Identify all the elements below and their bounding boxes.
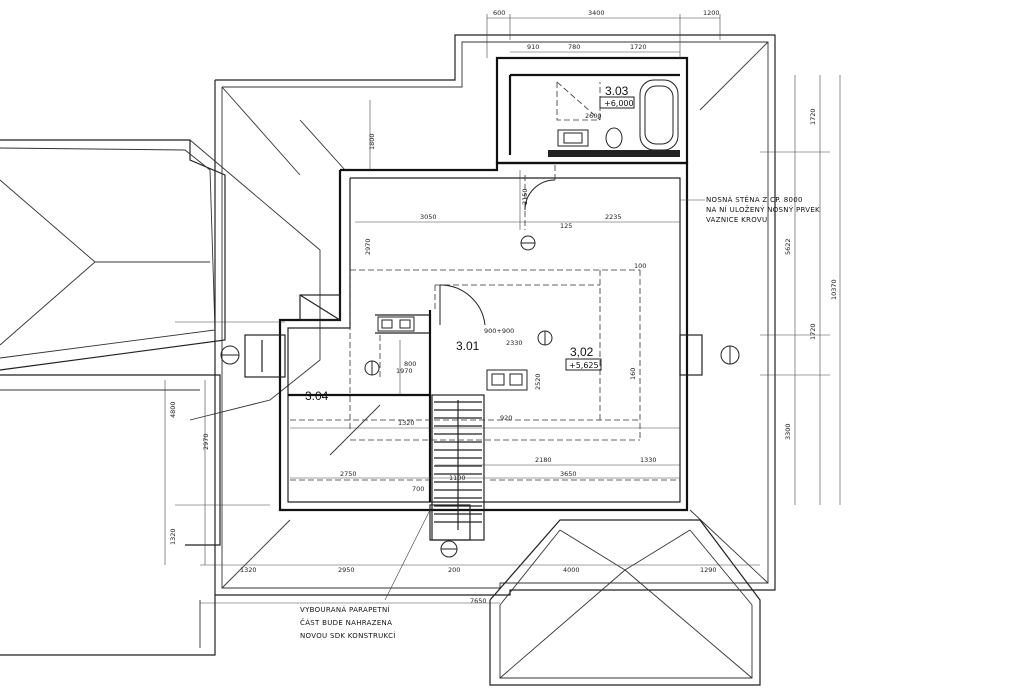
dim-right-5: 3300 — [784, 423, 792, 440]
dim-mid-1: 1320 — [398, 419, 415, 427]
parapet-note-line-1: VYBOURANÁ PARAPETNÍ — [300, 605, 390, 614]
roof-outline — [189, 34, 776, 596]
dim-left-1: 4800 — [169, 401, 177, 418]
dim-bottom-outer-2: 2950 — [338, 566, 355, 574]
dim-misc-160: 100 — [634, 262, 646, 270]
dim-top-2: 3400 — [588, 9, 605, 17]
dim-bottom-outer-1: 1320 — [240, 566, 257, 574]
dim-right-3: 10370 — [830, 279, 838, 300]
room-3-03-level: +6,000 — [604, 99, 634, 108]
wall-note-line-2: NA NÍ ULOŽENÝ NOSNÝ PRVEK — [706, 205, 820, 214]
dim-stair: 1100 — [449, 474, 466, 482]
interior-walls — [244, 56, 703, 512]
roof-overhang-left — [0, 595, 216, 656]
room-3-02: 3,02 +5,625 — [565, 345, 602, 371]
dim-left-2: 2970 — [202, 433, 210, 450]
dim-bottom-outer-3: 200 — [448, 566, 460, 574]
dim-mid-2: 920 — [500, 414, 512, 422]
room-3-04-id: 3.04 — [305, 389, 329, 403]
dim-misc-1800: 1800 — [368, 133, 376, 150]
dim-mid-3: 2180 — [535, 456, 552, 464]
dim-misc-2520: 2520 — [534, 373, 542, 390]
dormer-roof-bottom — [489, 519, 761, 686]
dim-top-3: 1200 — [703, 9, 720, 17]
dim-bottom-outer-5: 1290 — [700, 566, 717, 574]
room-3-01: 3.01 — [456, 339, 480, 353]
room-3-02-level: +5,625 — [569, 361, 599, 370]
dim-misc-125: 125 — [560, 222, 572, 230]
dim-right-2: 5622 — [784, 238, 792, 255]
dim-bath-width: 2600 — [585, 112, 602, 120]
room-3-03: 3.03 +6,000 — [599, 84, 635, 109]
dim-misc-700: 2150 — [521, 188, 529, 205]
parapet-note-leader — [384, 509, 431, 601]
ceiling-lines — [290, 165, 680, 481]
dim-top-inner-3: 1720 — [630, 43, 647, 51]
dim-window: 900+900 — [484, 327, 514, 335]
dimension-lines — [164, 14, 841, 604]
dim-total-bottom: 7650 — [470, 597, 487, 605]
parapet-note: VYBOURANÁ PARAPETNÍ ČÁST BUDE NAHRAZENA … — [300, 605, 396, 640]
staircase[interactable] — [429, 394, 485, 541]
wall-note-line-1: NOSNÁ STĚNA Z CP. 8000 — [706, 195, 803, 204]
dim-bottom-inner-2: 3650 — [560, 470, 577, 478]
parapet-note-line-3: NOVOU SDK KONSTRUKCÍ — [300, 631, 396, 640]
dim-hall-2: 2235 — [605, 213, 622, 221]
dim-misc-2970: 2970 — [364, 238, 372, 255]
dim-hall-1: 3050 — [420, 213, 437, 221]
wall-note-line-3: VAZNICE KROVU — [706, 216, 767, 224]
dim-misc-100: 700 — [412, 485, 424, 493]
dim-left-3: 1320 — [169, 528, 177, 545]
room-3-04: 3.04 — [305, 389, 329, 403]
dimension-texts: 600 3400 1200 910 780 1720 2600 3050 223… — [169, 9, 838, 605]
door-swings — [439, 179, 556, 326]
section-marks — [220, 235, 740, 558]
room-3-02-id: 3,02 — [570, 345, 594, 359]
room-3-03-id: 3.03 — [605, 84, 629, 98]
dim-right-4: 1720 — [809, 323, 817, 340]
dim-bottom-inner-1: 2750 — [340, 470, 357, 478]
dim-bottom-outer-4: 4000 — [563, 566, 580, 574]
neighbour-roof-left — [0, 139, 226, 546]
dim-top-inner-2: 780 — [568, 43, 580, 51]
dim-misc-800: 800 — [404, 360, 416, 368]
kitchen-units — [377, 316, 528, 391]
dim-misc-2770: 160 — [629, 368, 637, 380]
dim-top-inner-1: 910 — [527, 43, 539, 51]
wall-note: NOSNÁ STĚNA Z CP. 8000 NA NÍ ULOŽENÝ NOS… — [706, 195, 820, 224]
dim-2330: 2330 — [506, 339, 523, 347]
dim-mid-4: 1330 — [640, 456, 657, 464]
dim-right-1: 1720 — [809, 108, 817, 125]
dim-1970: 1970 — [396, 367, 413, 375]
dim-top-1: 600 — [493, 9, 505, 17]
room-3-01-id: 3.01 — [456, 339, 480, 353]
parapet-note-line-2: ČÁST BUDE NAHRAZENA — [300, 618, 392, 627]
